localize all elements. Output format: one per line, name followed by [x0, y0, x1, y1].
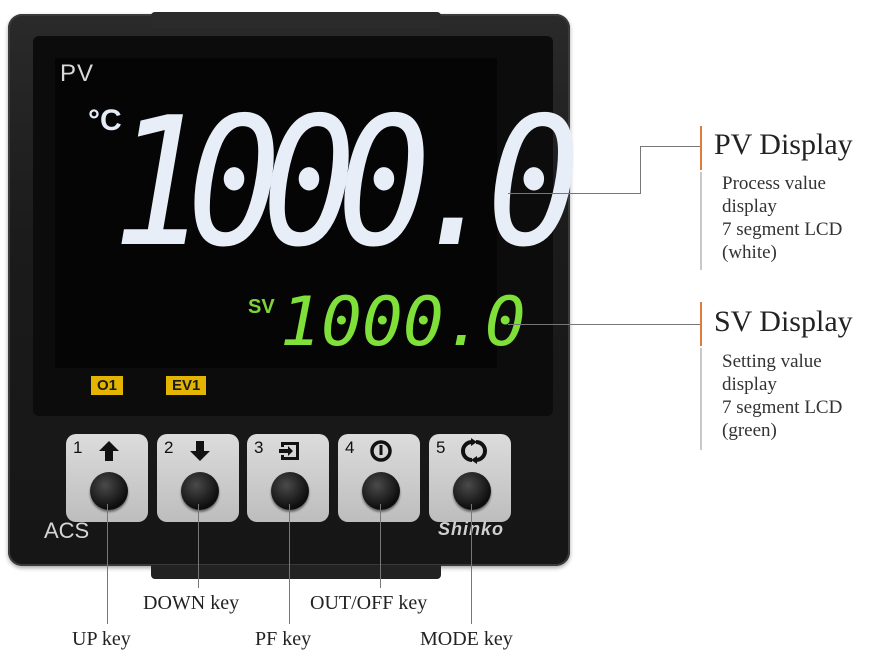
- sv-display-title: SV Display: [714, 305, 853, 338]
- pv-desc-line-4: (white): [722, 242, 777, 263]
- up-key-leader: [107, 504, 108, 624]
- sv-leader: [508, 324, 700, 325]
- out-off-key[interactable]: 4: [338, 434, 420, 522]
- up-key-label: UP key: [72, 628, 131, 650]
- mode-key[interactable]: 5: [429, 434, 511, 522]
- key-number: 1: [73, 438, 83, 457]
- pv-leader-h1: [508, 193, 640, 194]
- pv-display-title: PV Display: [714, 128, 853, 161]
- key-number: 3: [254, 438, 264, 457]
- pf-key[interactable]: 3: [247, 434, 329, 522]
- key-number: 2: [164, 438, 174, 457]
- mode-key-leader: [471, 504, 472, 624]
- sv-desc-line-2: display: [722, 374, 777, 395]
- pv-tag: PV: [60, 60, 95, 87]
- pf-enter-icon: [277, 438, 303, 464]
- sv-desc-line-4: (green): [722, 420, 777, 441]
- top-tab: [151, 12, 441, 28]
- cycle-icon: [459, 438, 487, 464]
- sv-description: Setting value display 7 segment LCD (gre…: [722, 350, 842, 442]
- arrow-up-icon: [96, 438, 122, 464]
- pv-desc-line-2: display: [722, 196, 777, 217]
- down-key-label: DOWN key: [143, 592, 240, 614]
- pv-leader-h2: [640, 146, 700, 147]
- model-label: ACS: [44, 518, 90, 543]
- key-number: 4: [345, 438, 355, 457]
- mode-button[interactable]: [453, 472, 491, 510]
- pv-display-value: 1000.0: [112, 79, 581, 286]
- key-number: 5: [436, 438, 446, 457]
- pf-key-label: PF key: [255, 628, 312, 650]
- out-off-key-leader: [380, 504, 381, 588]
- power-icon: [368, 438, 394, 464]
- pf-key-leader: [289, 504, 290, 624]
- indicator-ev1: EV1: [166, 376, 207, 395]
- sv-tag: SV: [248, 296, 275, 318]
- lcd-screen: [55, 58, 497, 368]
- sv-desc-line-1: Setting value: [722, 351, 822, 372]
- celsius-unit: °C: [88, 104, 122, 137]
- pv-desc-line-3: 7 segment LCD: [722, 219, 843, 240]
- down-button[interactable]: [181, 472, 219, 510]
- up-key[interactable]: 1: [66, 434, 148, 522]
- pf-button[interactable]: [271, 472, 309, 510]
- pv-desc-line: [700, 172, 702, 270]
- pv-desc-line-1: Process value: [722, 173, 826, 194]
- mode-key-label: MODE key: [420, 628, 513, 650]
- sv-accent-bar: [700, 302, 702, 346]
- brand-logo: Shinko: [438, 519, 505, 539]
- sv-desc-line-3: 7 segment LCD: [722, 397, 843, 418]
- indicator-o1: O1: [91, 376, 124, 395]
- pv-accent-bar: [700, 126, 702, 170]
- up-button[interactable]: [90, 472, 128, 510]
- pv-description: Process value display 7 segment LCD (whi…: [722, 172, 842, 264]
- pv-leader-v: [640, 146, 641, 194]
- bottom-tab: [151, 565, 441, 579]
- out-off-button[interactable]: [362, 472, 400, 510]
- down-key-leader: [198, 504, 199, 588]
- sv-display-value: 1000.0: [280, 283, 526, 362]
- out-off-key-label: OUT/OFF key: [310, 592, 428, 614]
- arrow-down-icon: [187, 438, 213, 464]
- sv-desc-line: [700, 348, 702, 450]
